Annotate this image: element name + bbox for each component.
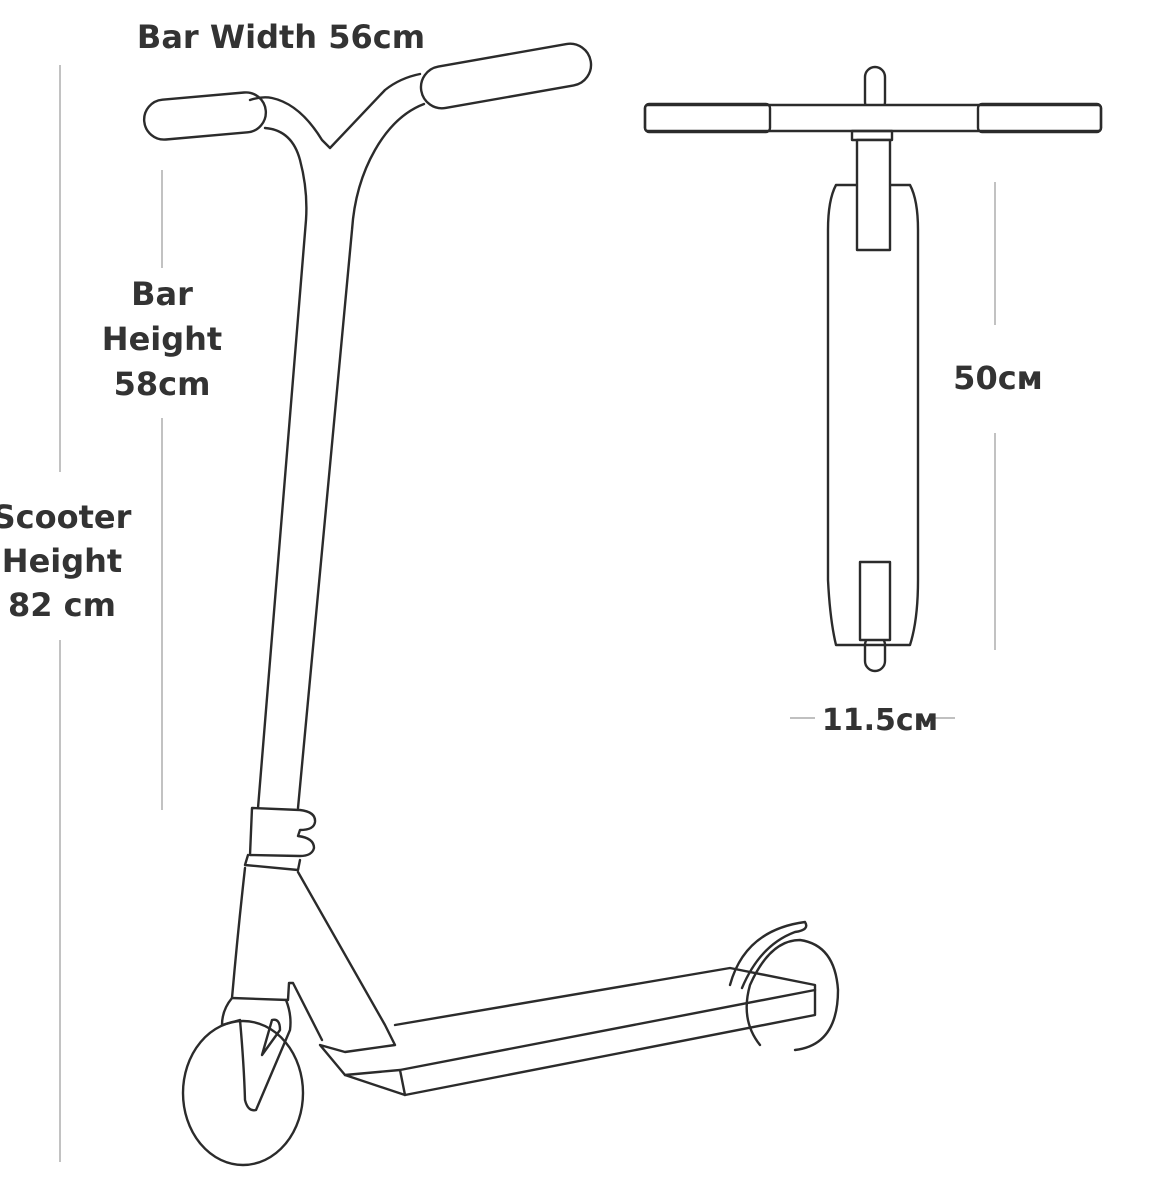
- top-view-rear-block: [858, 560, 892, 642]
- stem-left-line: [256, 126, 308, 810]
- top-view-bar: [643, 103, 1103, 133]
- headset: [243, 853, 302, 872]
- top-view-clamp: [850, 129, 894, 142]
- deck-length-label: 50см: [953, 359, 1043, 397]
- front-wheel: [181, 1019, 305, 1167]
- bar-height-label-line2: Height: [102, 320, 222, 358]
- deck: [296, 870, 817, 1097]
- scooter-side-view: [142, 42, 840, 1167]
- bar-height-label-line3: 58cm: [114, 365, 211, 403]
- scooter-height-label-line3: 82 cm: [8, 586, 116, 624]
- rear-fender: [728, 920, 808, 990]
- scooter-height-label-line2: Height: [2, 542, 122, 580]
- bar-width-label: Bar Width 56cm: [137, 18, 425, 56]
- clamp: [248, 806, 317, 858]
- fork: [220, 996, 292, 1112]
- top-view-stem: [855, 138, 892, 252]
- handlebar-v: [248, 72, 422, 150]
- deck-edge: [343, 988, 817, 1097]
- fork-slot: [260, 1018, 282, 1057]
- stem-right-line: [296, 102, 426, 810]
- rear-wheel: [745, 938, 840, 1052]
- scooter-height-label-line1: Scooter: [0, 498, 132, 536]
- left-grip: [142, 91, 268, 141]
- deck-width-label: 11.5см: [822, 703, 938, 738]
- top-view-left-grip: [643, 102, 772, 134]
- bar-height-label-line1: Bar: [131, 275, 193, 313]
- dimension-lines: [59, 65, 996, 1162]
- right-grip: [419, 42, 593, 110]
- top-view-right-grip: [976, 102, 1103, 134]
- scooter-top-view: [643, 65, 1103, 673]
- top-view-deck: [826, 183, 920, 647]
- head-tube: [230, 866, 324, 1042]
